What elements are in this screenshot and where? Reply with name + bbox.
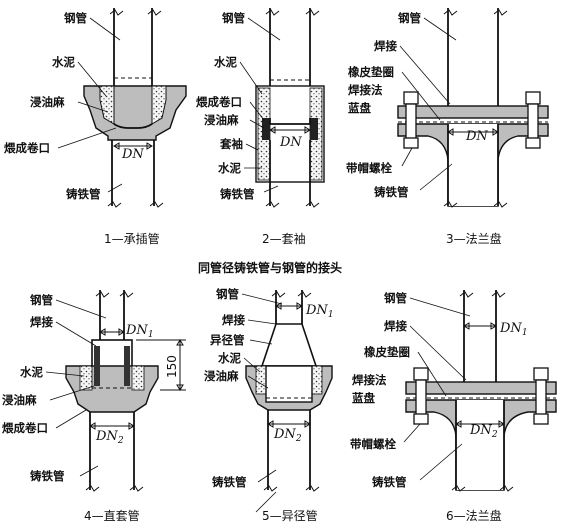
panel-1-socket-joint: DN 钢管 水泥 浸油麻 煨成卷口 铸铁管 1—承插管 <box>4 8 187 246</box>
upper-flange <box>397 105 549 119</box>
label-cast-iron: 铸铁管 <box>374 185 409 199</box>
panel-2-sleeve-joint: DN 钢管 水泥 煨成卷口 浸油麻 套袖 水泥 铸铁管 2—套袖 <box>196 8 325 246</box>
label-rolled-lip: 煨成卷口 <box>2 421 48 435</box>
bolt-left <box>413 367 429 425</box>
label-weld: 焊接 <box>30 315 53 329</box>
label-steel-pipe: 钢管 <box>384 291 407 305</box>
label-rolled-lip: 煨成卷口 <box>4 141 50 155</box>
label-rolled-lip: 煨成卷口 <box>196 95 242 109</box>
label-blue-plate: 蓝盘 <box>352 391 375 405</box>
dn-label: DN <box>465 129 488 144</box>
dn1-label: DN1 <box>305 303 334 320</box>
dn2-label: DN2 <box>469 423 498 440</box>
label-welded-flange: 焊接法 <box>348 83 383 97</box>
label-cement: 水泥 <box>20 365 43 379</box>
cast-iron-pipe <box>263 410 320 492</box>
label-cast-iron: 铸铁管 <box>66 187 101 201</box>
label-oakum: 浸油麻 <box>204 369 239 383</box>
label-cast-iron: 铸铁管 <box>372 475 407 489</box>
cast-iron-pipe <box>107 140 164 208</box>
dn2-label: DN2 <box>273 427 302 444</box>
label-cement-lower: 水泥 <box>218 161 241 175</box>
label-weld: 焊接 <box>384 319 407 333</box>
steel-pipe <box>271 290 312 324</box>
figure-title: 同管径铸铁管与钢管的接头 <box>198 260 342 275</box>
bolt-right <box>525 91 541 149</box>
label-steel-pipe: 钢管 <box>398 11 421 25</box>
label-cast-iron: 铸铁管 <box>220 187 255 201</box>
label-cast-iron: 铸铁管 <box>30 469 65 483</box>
label-capped-bolt: 带帽螺栓 <box>350 437 396 451</box>
label-oakum: 浸油麻 <box>204 113 239 127</box>
panel-4-straight-sleeve: DN1 DN2 150 钢管 焊接 水泥 浸油麻 煨成卷口 铸铁管 4—直套管 <box>2 290 186 523</box>
caption-panel-4: 4—直套管 <box>84 508 140 523</box>
label-reducer: 异径管 <box>210 333 245 347</box>
caption-panel-5: 5—异径管 <box>262 508 318 523</box>
panel-5-reducer: DN1 DN2 钢管 焊接 异径管 水泥 浸油麻 铸铁管 5—异径管 <box>204 287 334 523</box>
label-welded-flange: 焊接法 <box>352 373 387 387</box>
dn-label: DN <box>279 135 302 150</box>
label-steel-pipe: 钢管 <box>222 11 245 25</box>
dn-label: DN <box>121 147 144 162</box>
label-steel-pipe: 钢管 <box>216 287 239 301</box>
steel-pipe <box>443 8 508 106</box>
cement-fill <box>99 85 167 125</box>
dn2-label: DN2 <box>95 429 124 446</box>
dim-150: 150 <box>165 355 179 378</box>
dn1-label: DN1 <box>125 323 154 340</box>
label-oakum: 浸油麻 <box>30 95 65 109</box>
caption-panel-6: 6—法兰盘 <box>446 508 502 523</box>
dn1-label: DN1 <box>499 321 528 338</box>
label-capped-bolt: 带帽螺栓 <box>346 161 392 175</box>
label-weld: 焊接 <box>374 39 397 53</box>
cast-iron-pipe <box>85 412 144 492</box>
socket-body <box>83 85 187 141</box>
label-gasket: 橡皮垫圈 <box>348 65 394 79</box>
label-cement: 水泥 <box>218 351 241 365</box>
label-cast-iron: 铸铁管 <box>212 475 247 489</box>
label-steel-pipe: 钢管 <box>64 11 87 25</box>
panel-3-flange-joint: DN 钢管 焊接 橡皮垫圈 焊接法 蓝盘 带帽螺栓 铸铁管 3—法兰盘 <box>346 8 549 246</box>
label-sleeve: 套袖 <box>220 137 243 151</box>
panel-6-flange-reducer: DN1 DN2 钢管 焊接 橡皮垫圈 焊接法 蓝盘 带帽螺栓 铸铁管 6—法兰盘 <box>350 290 557 523</box>
label-blue-plate: 蓝盘 <box>348 101 371 115</box>
bolt-left <box>403 91 419 149</box>
label-cement: 水泥 <box>52 55 75 69</box>
label-steel-pipe: 钢管 <box>30 293 53 307</box>
steel-pipe <box>459 290 506 382</box>
label-weld: 焊接 <box>222 313 245 327</box>
caption-panel-1: 1—承插管 <box>104 231 160 246</box>
cast-iron-pipe <box>265 140 320 208</box>
reducer <box>260 323 318 367</box>
label-cement: 水泥 <box>214 55 237 69</box>
bolt-right <box>533 367 549 425</box>
caption-panel-2: 2—套袖 <box>262 231 306 246</box>
caption-panel-3: 3—法兰盘 <box>446 231 502 246</box>
upper-flange <box>405 381 557 395</box>
label-oakum: 浸油麻 <box>2 393 37 407</box>
label-gasket: 橡皮垫圈 <box>364 345 410 359</box>
